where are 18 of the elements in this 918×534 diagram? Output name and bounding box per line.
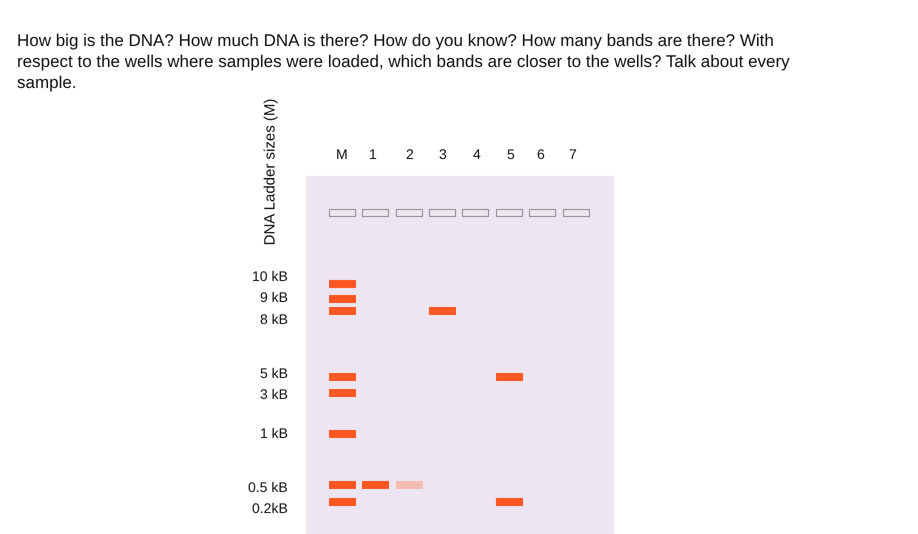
axis-title: DNA Ladder sizes (M)	[262, 98, 278, 246]
lane-label: 1	[369, 146, 377, 162]
ladder-size-label: 0.5 kB	[248, 479, 288, 495]
lane-label: 5	[507, 146, 515, 162]
ladder-size-label: 0.2kB	[252, 500, 288, 516]
ladder-size-label: 9 kB	[260, 289, 288, 305]
question-text: How big is the DNA? How much DNA is there? How do you know? How many bands are there? With respect to the wells where samples were loaded, which bands are closer to the wells? Talk about every sample.	[17, 30, 791, 93]
lane-label: 7	[569, 146, 577, 162]
ladder-size-label: 8 kB	[260, 311, 288, 327]
ladder-size-label: 3 kB	[260, 386, 288, 402]
ladder-size-label: 10 kB	[252, 268, 288, 284]
lane-label: 6	[537, 146, 545, 162]
ladder-size-label: 5 kB	[260, 365, 288, 381]
lane-label: M	[336, 146, 348, 162]
lane-label: 4	[473, 146, 481, 162]
lane-label: 3	[439, 146, 447, 162]
lane-label: 2	[406, 146, 414, 162]
ladder-size-label: 1 kB	[260, 425, 288, 441]
